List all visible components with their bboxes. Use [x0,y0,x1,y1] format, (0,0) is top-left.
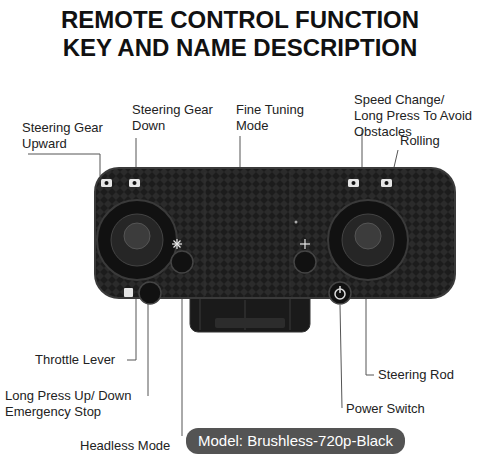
callout-label: Fine Tuning Mode [236,102,336,134]
model-badge: Model: Brushless-720p-Black [186,428,405,454]
callout-label: Long Press Up/ Down Emergency Stop [5,388,145,420]
callout-label: Steering Gear Upward [22,120,117,152]
title: REMOTE CONTROL FUNCTION KEY AND NAME DES… [40,6,440,62]
callout-label: Power Switch [346,401,425,417]
callout-label: Speed Change/ Long Press To Avoid Obstac… [354,92,476,140]
callout-label: Steering Gear Down [132,102,232,134]
callout-label: Throttle Lever [35,352,115,368]
callout-label: Headless Mode [80,438,170,454]
callout-label: Rolling [400,133,440,149]
callout-label: Steering Rod [378,367,454,383]
